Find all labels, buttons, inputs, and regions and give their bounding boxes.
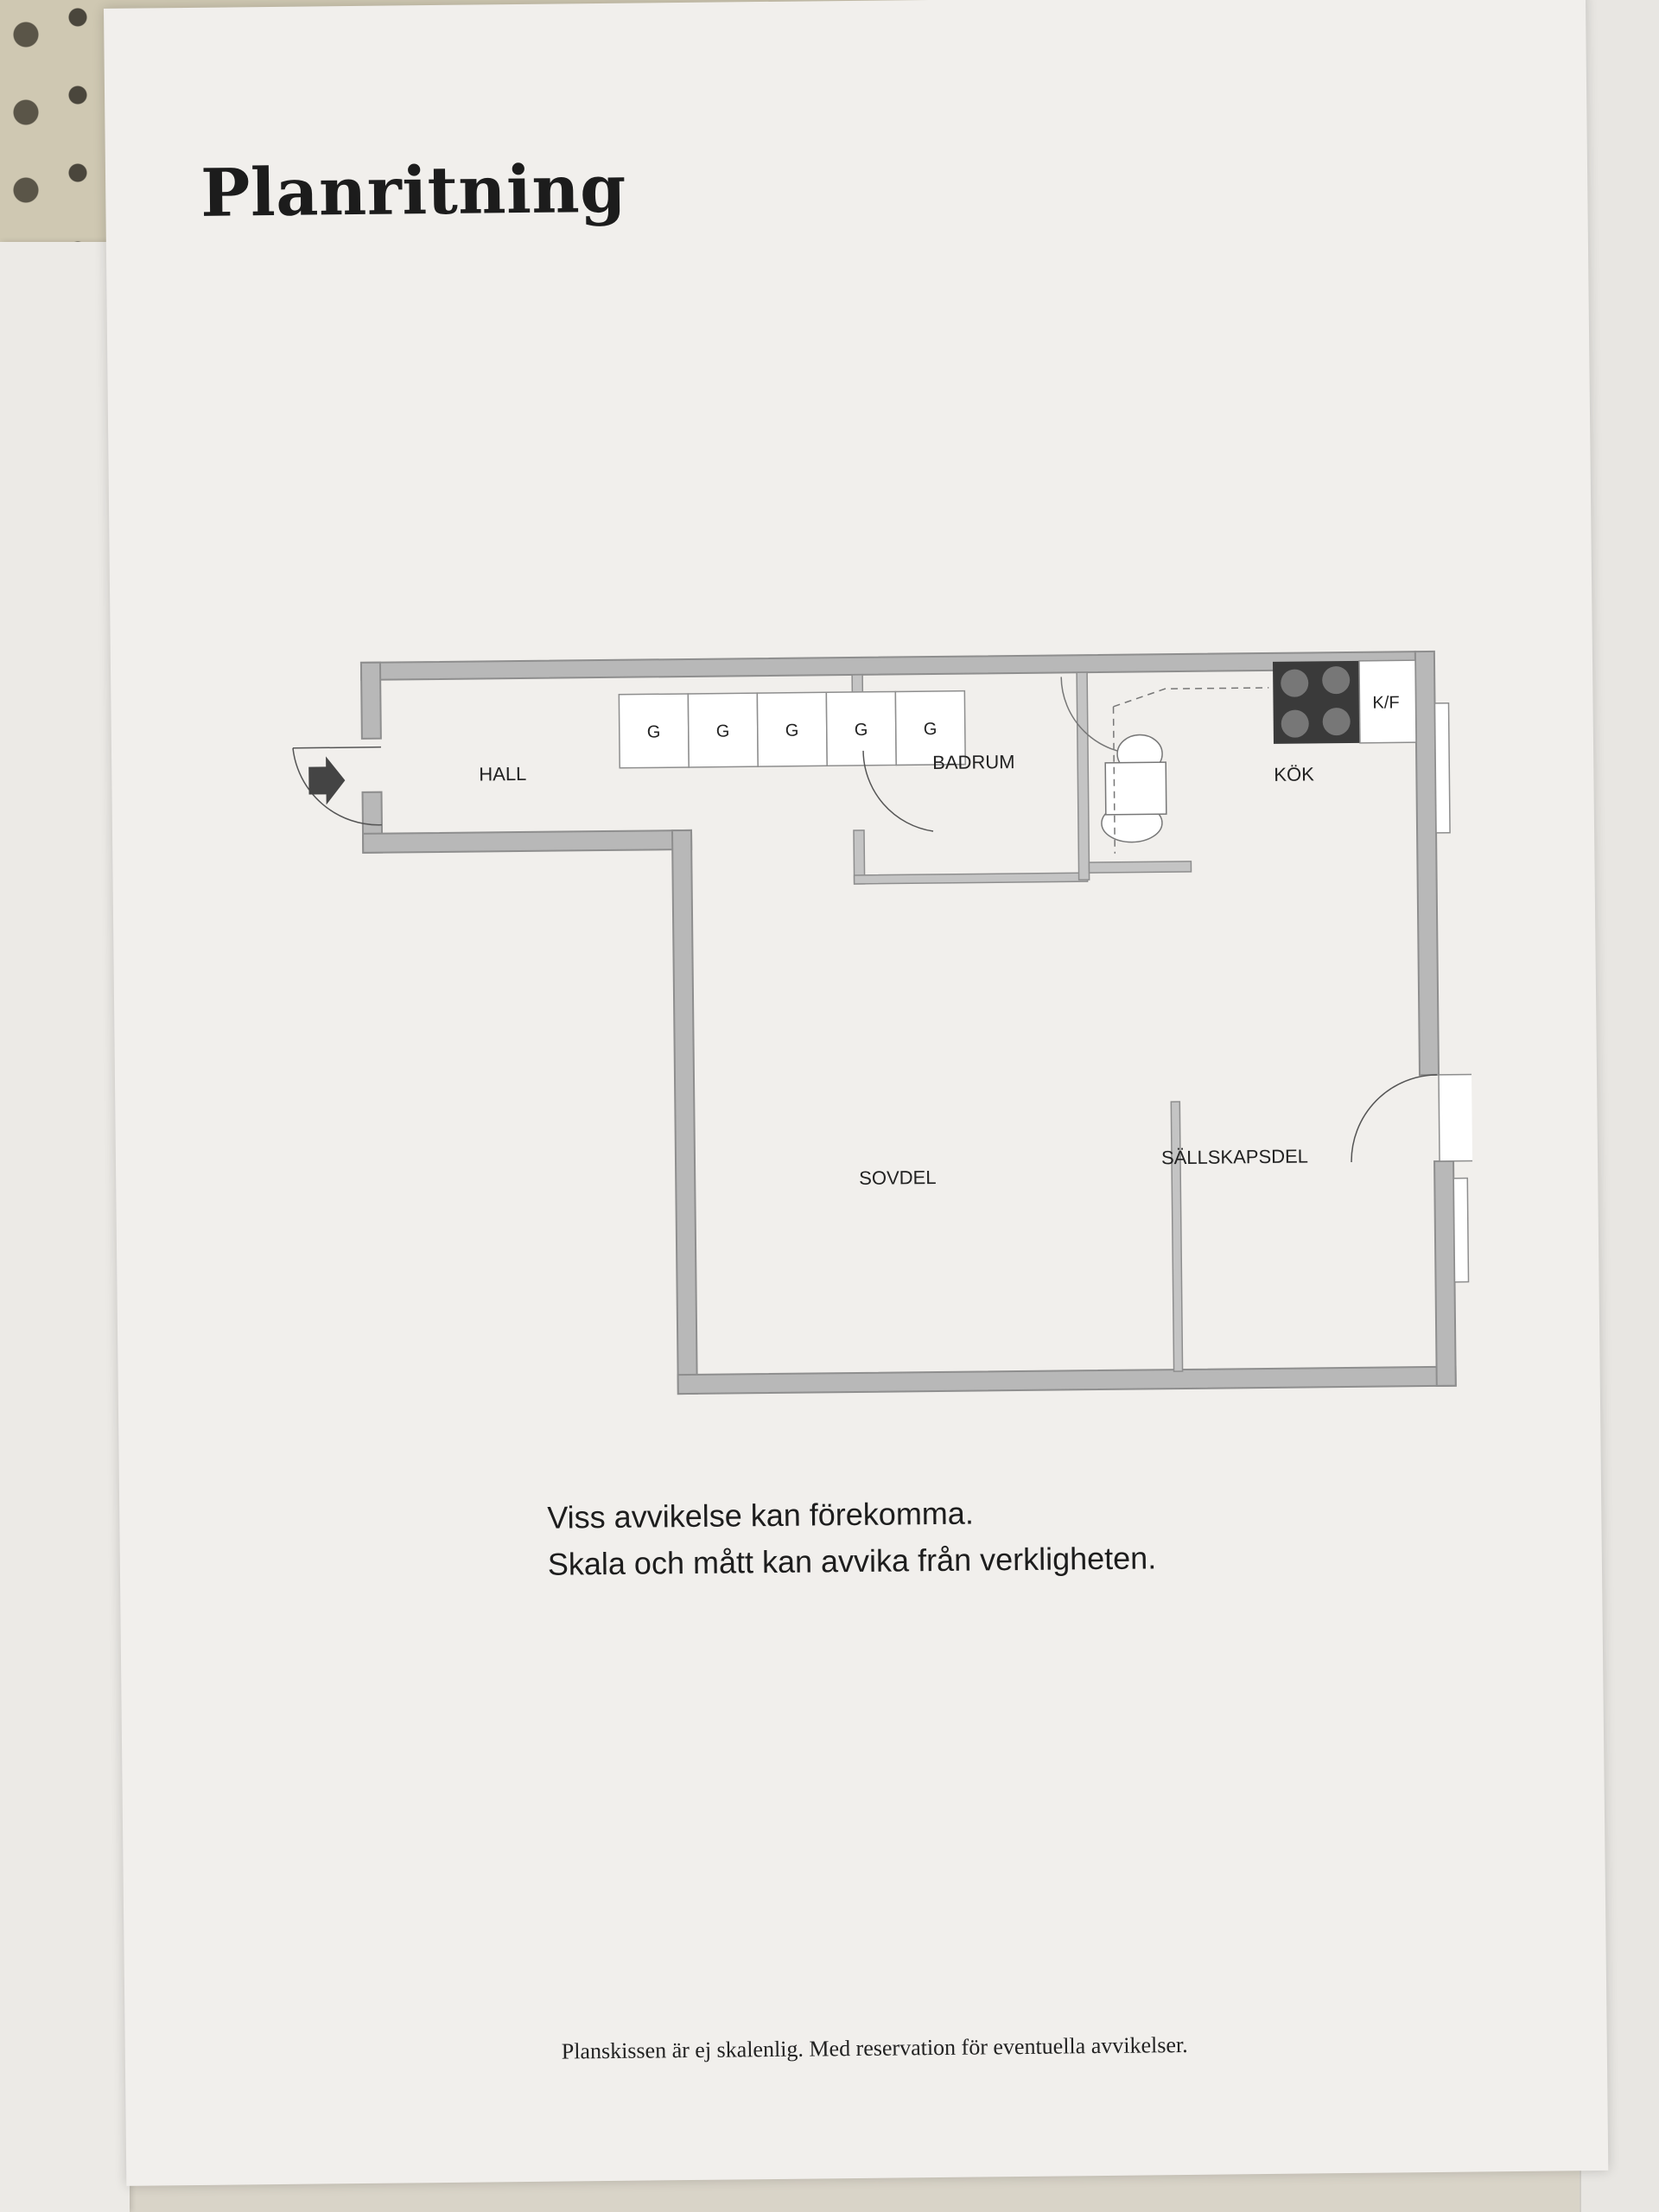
wall-sovdel-left	[671, 829, 698, 1395]
closet-label-1: G	[647, 722, 661, 741]
kitchen-fixtures	[1104, 659, 1417, 854]
wall-bottom	[677, 1365, 1457, 1395]
fridge-label: K/F	[1372, 693, 1399, 712]
wall-bath-bottom	[853, 872, 1089, 885]
room-divider	[1170, 1101, 1184, 1372]
living-window	[1452, 1177, 1470, 1283]
wall-right-lower	[1433, 1160, 1457, 1387]
wall-hall-bottom	[362, 829, 693, 854]
closet-5	[894, 690, 966, 766]
closet-row	[618, 690, 966, 769]
brochure-page: Planritning	[104, 0, 1609, 2186]
closet-label-2: G	[716, 721, 730, 741]
room-label-sallskapsdel: SÄLLSKAPSDEL	[1161, 1145, 1308, 1168]
entrance-door	[292, 746, 382, 826]
wall-kitchen-bottom	[1088, 861, 1192, 874]
kitchen-window	[1433, 702, 1451, 834]
adjacent-page-left	[0, 242, 130, 2212]
wall-bath-right	[1076, 671, 1090, 880]
room-label-badrum: BADRUM	[932, 751, 1015, 773]
room-label-hall: HALL	[479, 763, 526, 785]
floor-plan-drawing: G G G G G	[292, 650, 1475, 1395]
wall-top	[359, 651, 1417, 681]
closet-label-3: G	[785, 721, 799, 741]
disclaimer-text: Viss avvikelse kan förekomma. Skala och …	[547, 1485, 1412, 1587]
closet-label-4: G	[855, 721, 868, 740]
wall-hall-left-upper	[359, 661, 382, 740]
room-label-sovdel: SOVDEL	[859, 1166, 937, 1189]
closet-label-5: G	[924, 720, 938, 739]
footer-note: Planskissen är ej skalenlig. Med reserva…	[561, 2031, 1188, 2064]
bathroom-door-swing	[862, 750, 934, 832]
kitchen-sink-icon	[1104, 761, 1167, 816]
disclaimer-line-2: Skala och mått kan avvika från verklighe…	[547, 1540, 1157, 1582]
page-title: Planritning	[200, 149, 627, 232]
balcony-door-swing	[1351, 1074, 1438, 1162]
fridge-freezer	[1358, 659, 1417, 744]
balcony-door-frame	[1438, 1073, 1475, 1162]
floor-plan: G G G G G	[257, 626, 1476, 1468]
entrance-arrow-icon	[308, 756, 346, 805]
room-label-kok: KÖK	[1274, 763, 1314, 785]
